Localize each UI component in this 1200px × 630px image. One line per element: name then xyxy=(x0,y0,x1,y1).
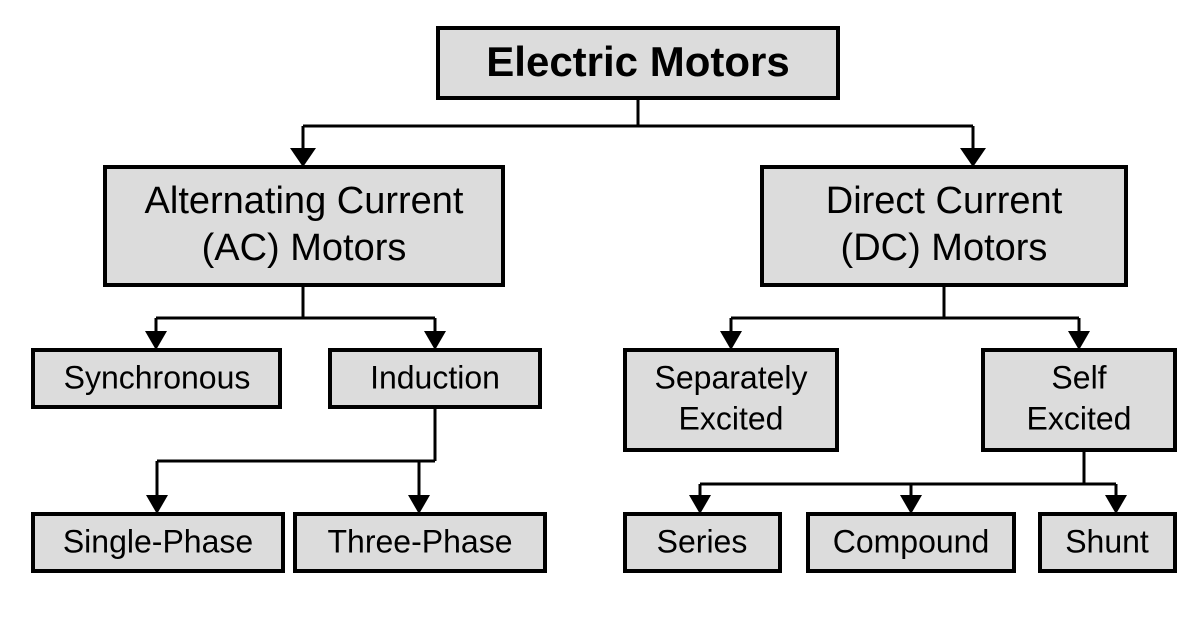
node-compound-label: Compound xyxy=(833,523,990,559)
edge-self-children-trunk xyxy=(698,450,1118,496)
node-self-excited-label-line2: Excited xyxy=(1027,400,1132,436)
node-synchronous[interactable]: Synchronous xyxy=(31,348,282,409)
nodes-layer: Electric Motors Alternating Current (AC)… xyxy=(31,26,1177,573)
node-shunt[interactable]: Shunt xyxy=(1038,512,1177,573)
edge-dc-separately-arrowhead xyxy=(720,331,742,350)
edge-self-compound-arrowhead xyxy=(900,495,922,514)
edge-induction-children-trunk xyxy=(155,407,437,496)
node-ac-motors-label-line2: (AC) Motors xyxy=(202,227,407,269)
node-three-phase[interactable]: Three-Phase xyxy=(293,512,547,573)
edge-ac-children-trunk xyxy=(154,285,437,332)
node-induction[interactable]: Induction xyxy=(328,348,542,409)
node-dc-motors-box[interactable] xyxy=(760,165,1128,287)
node-ac-motors-box[interactable] xyxy=(103,165,505,287)
node-electric-motors[interactable]: Electric Motors xyxy=(436,26,840,100)
node-series-box[interactable] xyxy=(623,512,782,573)
node-series[interactable]: Series xyxy=(623,512,782,573)
node-synchronous-box[interactable] xyxy=(31,348,282,409)
node-electric-motors-box[interactable] xyxy=(436,26,840,100)
node-self-excited[interactable]: Self Excited xyxy=(981,348,1177,452)
edge-induction-single-arrowhead xyxy=(146,495,168,514)
node-self-excited-label-line1: Self xyxy=(1051,359,1106,395)
node-single-phase-box[interactable] xyxy=(31,512,285,573)
edge-root-dc-arrowhead xyxy=(960,148,986,167)
node-separately-excited[interactable]: Separately Excited xyxy=(623,348,839,452)
node-synchronous-label: Synchronous xyxy=(64,359,251,395)
node-induction-box[interactable] xyxy=(328,348,542,409)
node-single-phase-label: Single-Phase xyxy=(63,523,253,559)
edge-dc-children-trunk xyxy=(729,285,1081,332)
node-separately-excited-label-line2: Excited xyxy=(679,400,784,436)
node-ac-motors[interactable]: Alternating Current (AC) Motors xyxy=(103,165,505,287)
node-three-phase-label: Three-Phase xyxy=(328,523,513,559)
node-dc-motors-label-line1: Direct Current xyxy=(826,180,1063,222)
edge-self-series-arrowhead xyxy=(689,495,711,514)
edge-root-ac-arrowhead xyxy=(290,148,316,167)
node-compound-box[interactable] xyxy=(806,512,1016,573)
edge-dc-self-arrowhead xyxy=(1068,331,1090,350)
node-separately-excited-box[interactable] xyxy=(623,348,839,452)
edge-ac-synchronous-arrowhead xyxy=(145,331,167,350)
node-self-excited-box[interactable] xyxy=(981,348,1177,452)
edge-induction-three-arrowhead xyxy=(408,495,430,514)
node-shunt-box[interactable] xyxy=(1038,512,1177,573)
node-three-phase-box[interactable] xyxy=(293,512,547,573)
node-dc-motors-label-line2: (DC) Motors xyxy=(841,227,1048,269)
node-electric-motors-label: Electric Motors xyxy=(486,38,789,85)
node-ac-motors-label-line1: Alternating Current xyxy=(145,180,464,222)
node-single-phase[interactable]: Single-Phase xyxy=(31,512,285,573)
node-dc-motors[interactable]: Direct Current (DC) Motors xyxy=(760,165,1128,287)
connectors-layer xyxy=(145,98,1127,514)
node-compound[interactable]: Compound xyxy=(806,512,1016,573)
node-shunt-label: Shunt xyxy=(1065,523,1149,559)
node-induction-label: Induction xyxy=(370,359,500,395)
node-series-label: Series xyxy=(657,523,748,559)
node-separately-excited-label-line1: Separately xyxy=(655,359,808,395)
edge-self-shunt-arrowhead xyxy=(1105,495,1127,514)
edge-root-ac-dc-trunk xyxy=(301,98,975,148)
edge-ac-induction-arrowhead xyxy=(424,331,446,350)
